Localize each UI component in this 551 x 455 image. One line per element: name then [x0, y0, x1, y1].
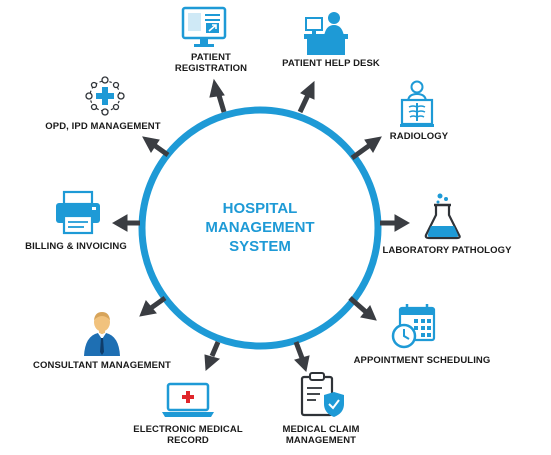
clipboard-shield-icon	[300, 372, 344, 417]
label-line: ELECTRONIC MEDICAL	[133, 424, 243, 435]
arrow-laboratory	[380, 214, 411, 232]
registration-monitor-icon	[181, 6, 227, 47]
arrow-emr	[204, 341, 221, 372]
label-line: PATIENT	[191, 52, 231, 63]
radiology-xray-icon	[400, 80, 434, 127]
label-line: LABORATORY PATHOLOGY	[382, 245, 512, 256]
label-appointment-scheduling: APPOINTMENT SCHEDULING	[350, 355, 494, 366]
arrow-registration	[209, 78, 227, 113]
label-line: BILLING & INVOICING	[25, 241, 127, 252]
label-laboratory-pathology: LABORATORY PATHOLOGY	[382, 245, 512, 256]
label-medical-claim-management: MEDICAL CLAIM MANAGEMENT	[276, 424, 366, 446]
label-patient-registration: PATIENT REGISTRATION	[166, 52, 256, 74]
center-title-line: HOSPITAL	[222, 200, 298, 217]
network-cross-icon	[85, 76, 125, 116]
label-line: MEDICAL CLAIM	[282, 424, 360, 435]
label-consultant-management: CONSULTANT MANAGEMENT	[30, 360, 174, 371]
label-line: CONSULTANT MANAGEMENT	[33, 360, 171, 371]
arrow-consultant	[139, 295, 167, 317]
arrow-medical-claim	[293, 341, 310, 373]
laptop-medical-icon	[162, 382, 214, 417]
printer-icon	[56, 190, 100, 235]
label-patient-help-desk: PATIENT HELP DESK	[272, 58, 390, 69]
center-title: HOSPITAL MANAGEMENT SYSTEM	[180, 199, 340, 256]
calendar-clock-icon	[391, 304, 436, 349]
doctor-icon	[84, 312, 120, 356]
label-opd-ipd-management: OPD, IPD MANAGEMENT	[42, 121, 164, 132]
help-desk-icon	[304, 12, 348, 55]
label-line: RADIOLOGY	[389, 131, 449, 142]
arrow-help-desk	[297, 80, 315, 114]
lab-flask-icon	[424, 193, 461, 240]
arrow-opd-ipd	[142, 136, 170, 158]
center-title-line: SYSTEM	[229, 238, 291, 255]
label-line: PATIENT HELP DESK	[282, 58, 380, 69]
label-line: OPD, IPD MANAGEMENT	[45, 121, 161, 132]
label-billing-invoicing: BILLING & INVOICING	[22, 241, 130, 252]
arrows	[111, 78, 411, 373]
label-line: REGISTRATION	[174, 63, 248, 74]
label-radiology: RADIOLOGY	[381, 131, 457, 142]
label-line: APPOINTMENT SCHEDULING	[353, 355, 491, 366]
hub-ring	[138, 106, 382, 350]
arrow-billing	[111, 214, 140, 232]
arrow-appointment	[348, 296, 377, 321]
label-line: MANAGEMENT	[285, 435, 357, 446]
center-title-line: MANAGEMENT	[205, 219, 315, 236]
arrow-radiology	[350, 136, 382, 161]
label-electronic-medical-record: ELECTRONIC MEDICAL RECORD	[130, 424, 246, 446]
label-line: RECORD	[167, 435, 209, 446]
